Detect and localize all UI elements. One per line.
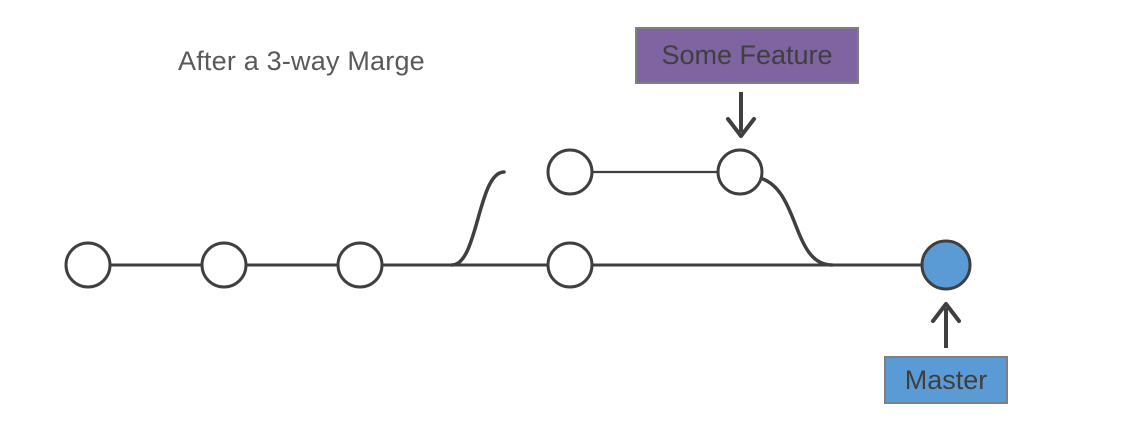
commit-node-2[interactable]: [200, 241, 248, 289]
edge-merge-curve: [758, 176, 834, 267]
commit-node-1[interactable]: [64, 241, 112, 289]
feature-commit-node-2[interactable]: [716, 148, 764, 196]
edge-branch-curve: [450, 170, 506, 267]
page-title: After a 3-way Marge: [178, 46, 425, 76]
feature-commit-node-1[interactable]: [546, 148, 594, 196]
arrow-up-icon: [931, 302, 961, 348]
master-branch-label[interactable]: Master: [884, 356, 1008, 404]
merge-commit-node[interactable]: [920, 239, 972, 291]
arrow-down-icon: [726, 92, 756, 138]
feature-branch-label[interactable]: Some Feature: [635, 27, 859, 84]
commit-node-3[interactable]: [336, 241, 384, 289]
commit-node-4[interactable]: [546, 241, 594, 289]
